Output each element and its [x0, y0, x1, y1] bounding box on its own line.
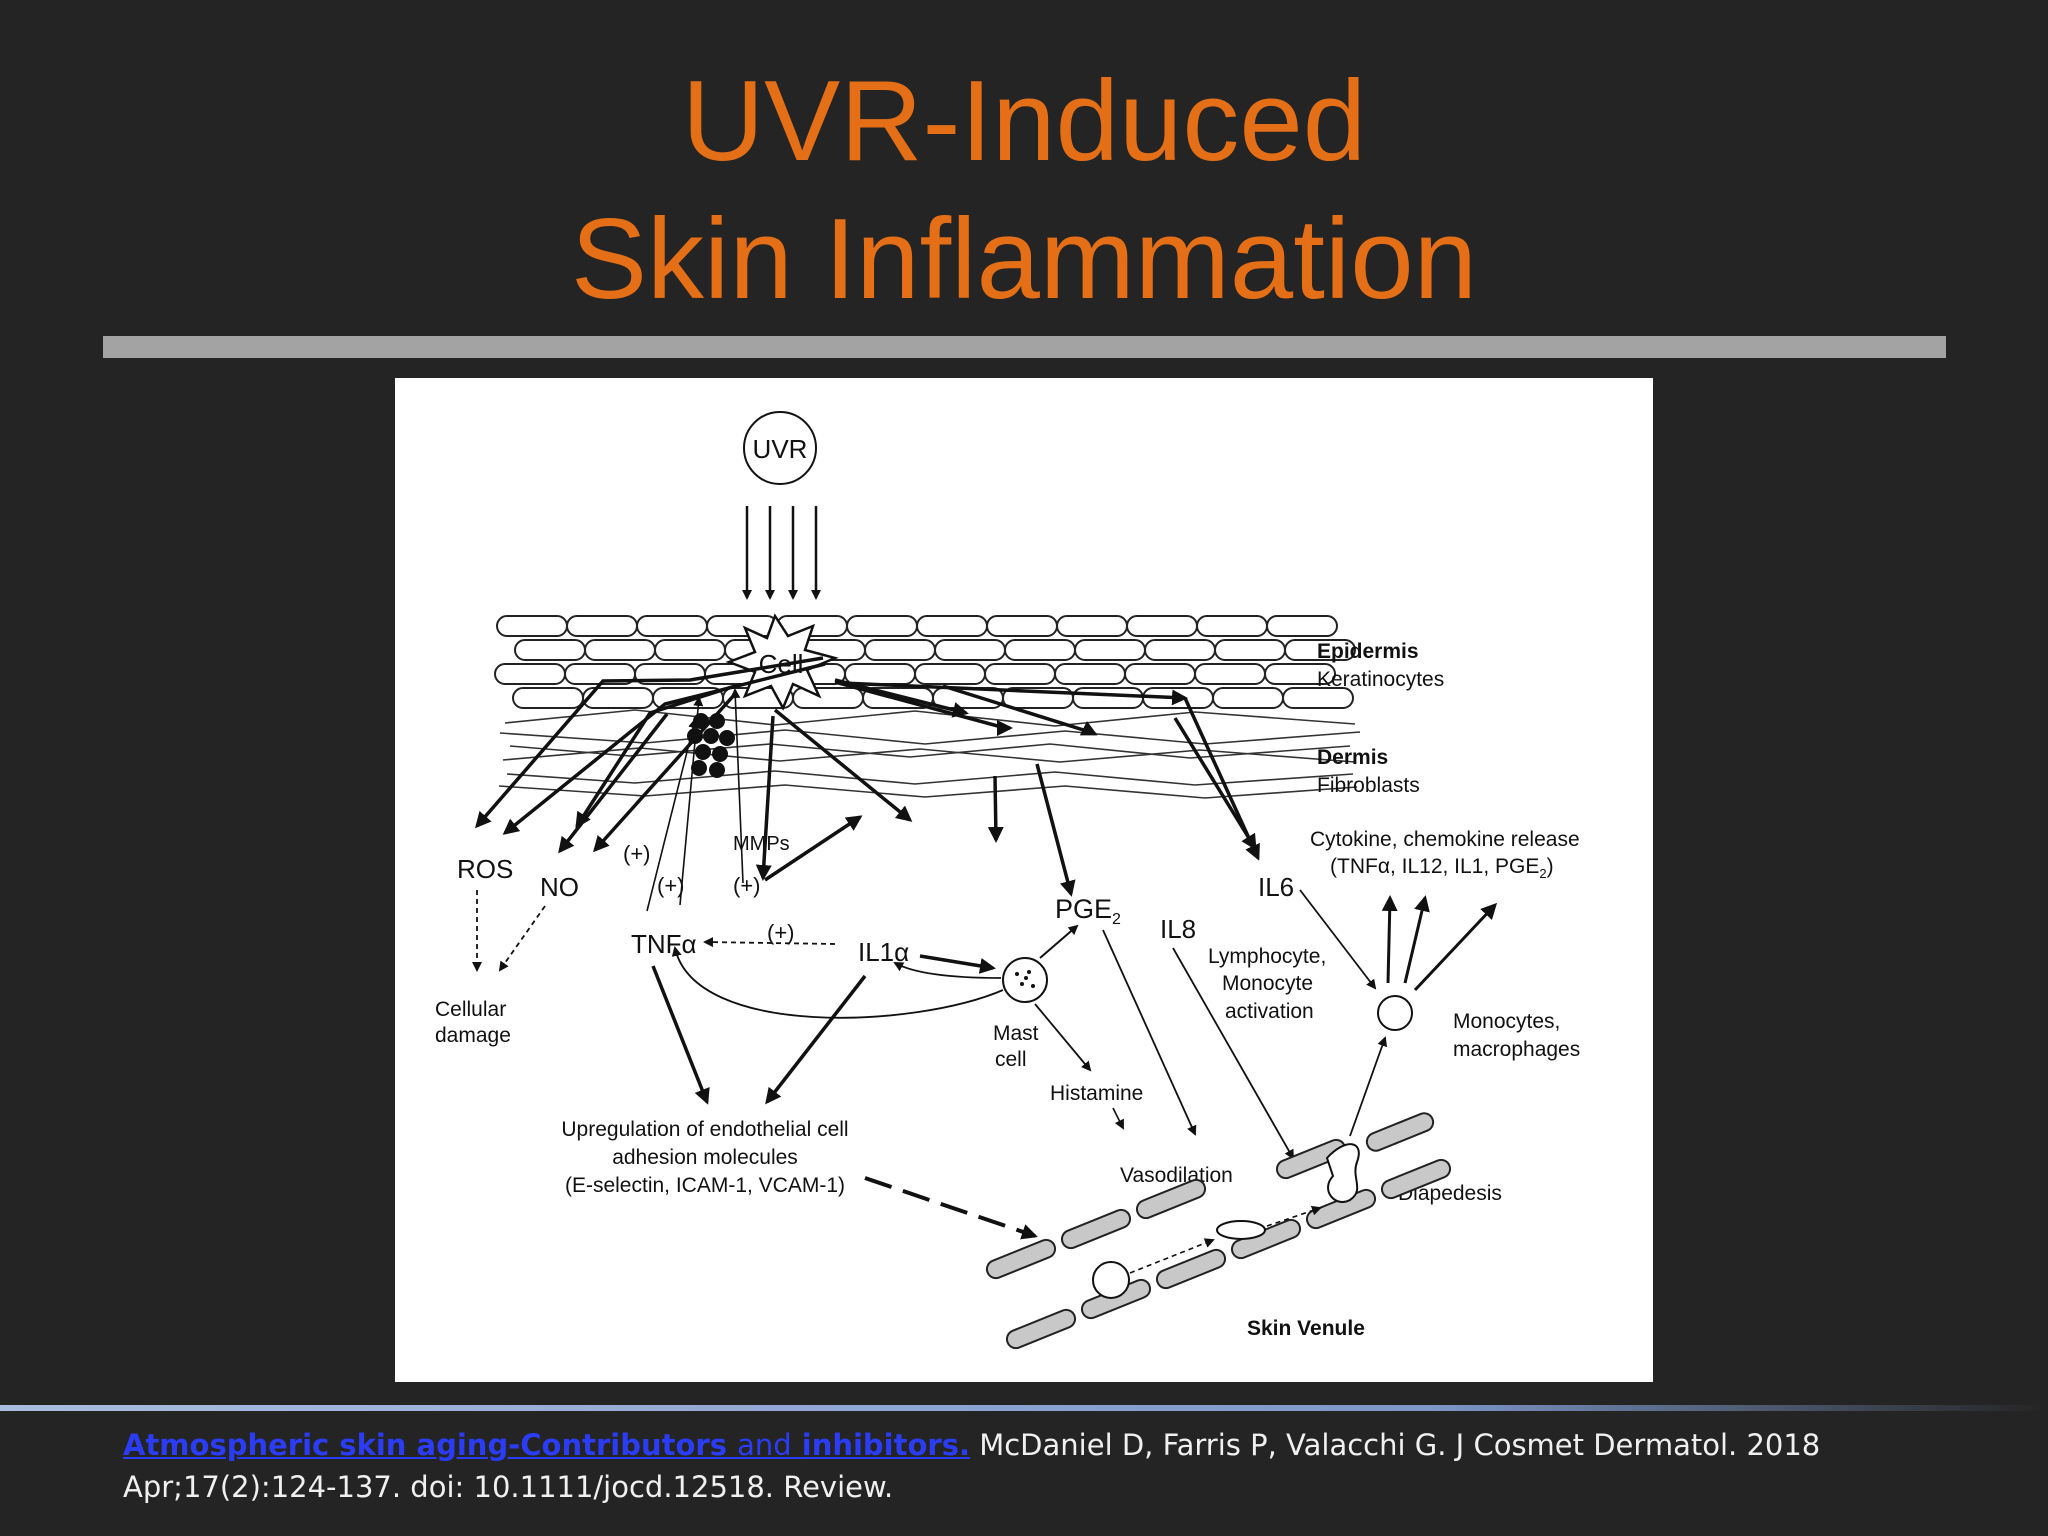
- diagram-panel: UVR Cell Epidermis Keratinocytes Dermis …: [395, 378, 1653, 1382]
- citation-text: McDaniel D, Farris P, Valacchi G. J Cosm…: [123, 1428, 1821, 1504]
- upregulation-label-3: (E-selectin, ICAM-1, VCAM-1): [565, 1174, 845, 1197]
- title-divider: [103, 336, 1946, 358]
- plus-sign-4: (+): [767, 920, 795, 945]
- keratinocytes-label: Keratinocytes: [1317, 668, 1444, 691]
- upregulation-label-2: adhesion molecules: [612, 1146, 798, 1169]
- mmps-label: MMPs: [733, 833, 790, 855]
- activated-cell-star: [725, 613, 839, 711]
- citation: Atmospheric skin aging-Contributors and …: [123, 1424, 1943, 1508]
- mast-label: Mast: [993, 1022, 1039, 1045]
- monocyte-release-arrows: [1381, 895, 1498, 992]
- plus-sign-2: (+): [733, 873, 761, 898]
- skin-venule-label: Skin Venule: [1247, 1317, 1365, 1340]
- footer-divider: [0, 1405, 2048, 1411]
- monocyte-label: Monocyte: [1222, 972, 1313, 995]
- cytokine-release-label: Cytokine, chemokine release: [1310, 828, 1580, 851]
- diapedesis-label: Diapedesis: [1398, 1182, 1502, 1205]
- histamine-label: Histamine: [1050, 1082, 1143, 1105]
- damage-label: damage: [435, 1024, 511, 1047]
- rolling-arrow: [1129, 1238, 1215, 1274]
- migrating-leukocyte: [1325, 1143, 1360, 1203]
- mast-to-il1a-arrow: [893, 962, 1002, 979]
- venule-leukocyte: [1092, 1261, 1130, 1299]
- no-label: NO: [540, 872, 579, 902]
- skin-venule: [985, 1112, 1452, 1350]
- vasodilation-label: Vasodilation: [1120, 1164, 1233, 1187]
- citation-link-part-1: Atmospheric skin aging-Contributors: [123, 1428, 727, 1462]
- mast-cell-granules: [1015, 970, 1035, 988]
- diapedesis-to-monocyte-arrow: [1349, 1036, 1388, 1137]
- pge2-label: PGE2: [1055, 894, 1121, 928]
- il1a-to-mast-arrow: [919, 954, 996, 974]
- fibroblasts-label: Fibroblasts: [1317, 774, 1420, 797]
- il8-label: IL8: [1160, 914, 1196, 944]
- damage-arrows: [472, 890, 836, 972]
- pge2-to-vasodilation-arrow: [1102, 929, 1197, 1136]
- dermis-label: Dermis: [1317, 746, 1388, 769]
- macrophages-label: macrophages: [1453, 1038, 1580, 1061]
- slide-title-line-2: Skin Inflammation: [570, 196, 1478, 323]
- tnfa-label: TNFα: [631, 929, 697, 959]
- rolling-leukocyte: [1216, 1220, 1266, 1240]
- monocytes-label: Monocytes,: [1453, 1010, 1560, 1033]
- mast-cell: [1002, 957, 1048, 1003]
- activation-label: activation: [1225, 1000, 1314, 1023]
- citation-link-part-2: inhibitors.: [801, 1428, 970, 1462]
- il1a-label: IL1α: [858, 937, 909, 967]
- mast-to-tnfa-arrow: [671, 946, 1004, 1019]
- cellular-label: Cellular: [435, 998, 506, 1021]
- uv-rays: [742, 506, 821, 600]
- histamine-arrow: [1112, 1107, 1124, 1130]
- plus-sign-1: (+): [623, 841, 651, 866]
- il6-label: IL6: [1258, 872, 1294, 902]
- citation-link-and: and: [737, 1428, 792, 1462]
- upregulation-label-1: Upregulation of endothelial cell: [561, 1118, 848, 1141]
- lymphocyte-label: Lymphocyte,: [1208, 945, 1326, 968]
- plus-sign-3: (+): [657, 873, 685, 898]
- epidermis-label: Epidermis: [1317, 640, 1419, 663]
- monocyte-cell: [1377, 995, 1413, 1031]
- epidermis-layer: [494, 615, 1356, 709]
- il6-to-monocyte-arrow: [1299, 889, 1377, 990]
- uvr-circle: [743, 411, 817, 485]
- ros-label: ROS: [457, 854, 513, 884]
- citation-link[interactable]: Atmospheric skin aging-Contributors and …: [123, 1428, 970, 1462]
- il8-to-diapedesis-arrow: [1172, 947, 1294, 1160]
- mast-to-pge2-arrow: [1039, 924, 1079, 959]
- mast-to-histamine-arrow: [1034, 1003, 1092, 1072]
- dermis-layer: [498, 709, 1361, 799]
- cell-type-label: cell: [995, 1048, 1027, 1071]
- uvr-label: UVR: [753, 434, 808, 464]
- upregulation-arrows: [651, 965, 867, 1105]
- upregulation-to-venule-arrow: [864, 1176, 1038, 1240]
- adhesion-arrow: [1266, 1205, 1322, 1227]
- inflammation-diagram: UVR Cell Epidermis Keratinocytes Dermis …: [435, 411, 1580, 1350]
- cell-output-arrows: [475, 656, 1260, 897]
- cytokine-list-label: (TNFα, IL12, IL1, PGE2): [1330, 855, 1554, 881]
- positive-feedback-arrows: [646, 688, 744, 912]
- slide-title-line-1: UVR-Induced: [681, 58, 1367, 185]
